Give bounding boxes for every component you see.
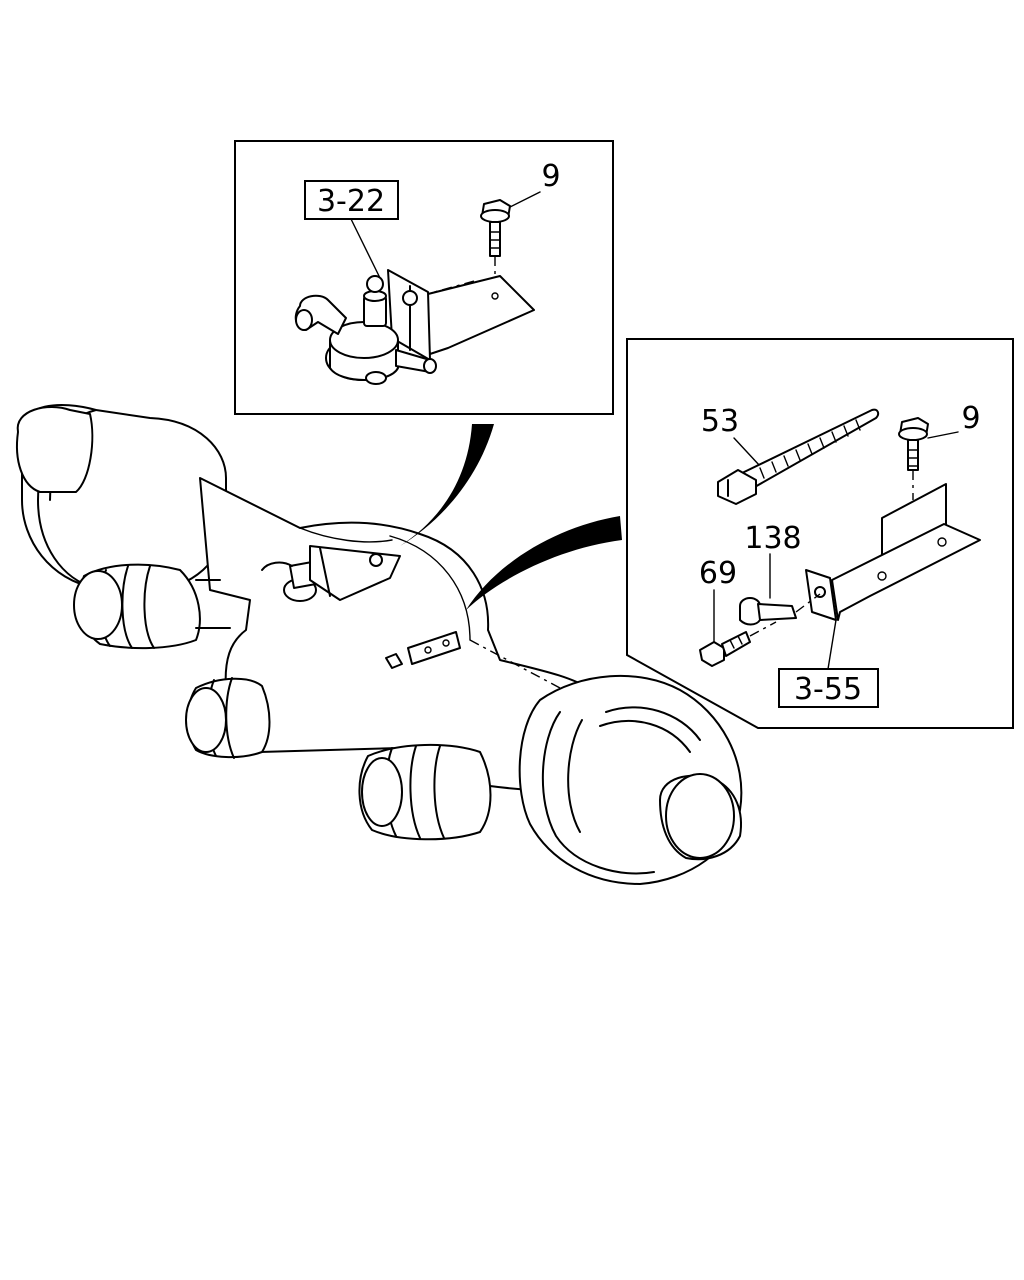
valve-on-housing bbox=[261, 545, 401, 602]
ref-label-3-22: 3-22 bbox=[317, 184, 385, 219]
bracket-on-housing bbox=[385, 631, 461, 669]
bracket-3-55 bbox=[805, 483, 981, 621]
callout-bolt-top: 9 bbox=[541, 159, 560, 194]
valve-3-22 bbox=[294, 275, 437, 385]
inset-bracket: 53 9 3-55 bbox=[626, 338, 1014, 729]
inset-valve: 3-22 9 bbox=[234, 140, 614, 415]
bolt-9-top bbox=[480, 199, 511, 257]
leader-wedge-bracket bbox=[466, 516, 622, 610]
callout-clip: 138 bbox=[744, 521, 801, 556]
ref-label-3-55: 3-55 bbox=[794, 672, 862, 707]
clip-138 bbox=[739, 597, 797, 626]
leader-wedge-valve bbox=[400, 424, 494, 546]
cable-tie-53 bbox=[717, 408, 880, 505]
axle-housing bbox=[16, 404, 743, 885]
callout-bolt-small: 69 bbox=[699, 556, 737, 591]
callout-cable-tie: 53 bbox=[701, 404, 739, 439]
ref-box-3-55 bbox=[778, 668, 879, 708]
callout-bolt-right: 9 bbox=[961, 401, 980, 436]
bolt-69 bbox=[699, 631, 751, 667]
